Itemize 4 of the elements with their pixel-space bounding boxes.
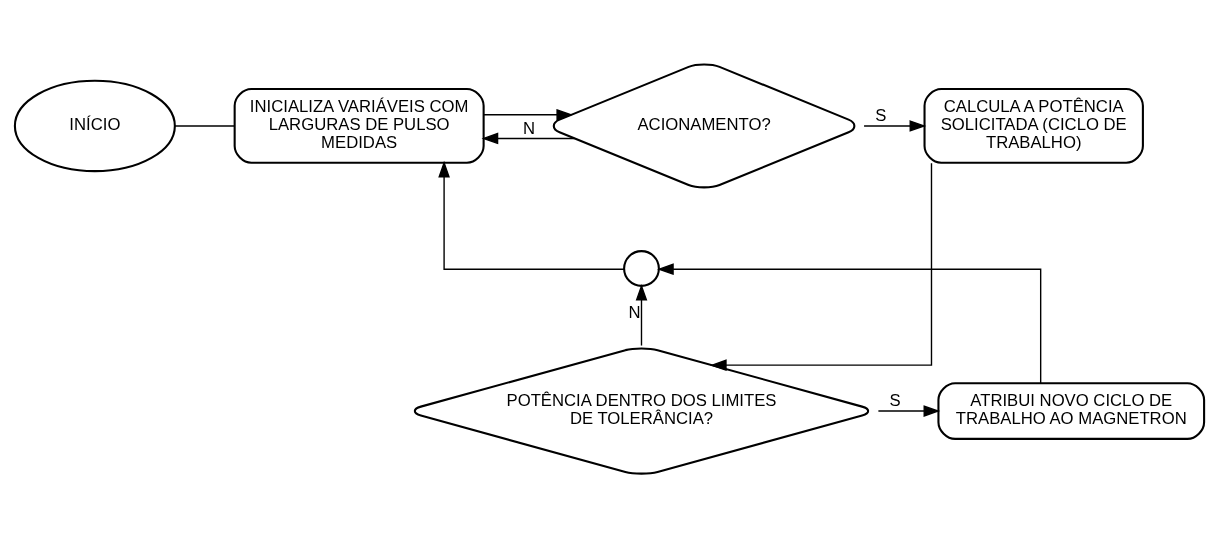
edge-label: N — [628, 302, 641, 322]
edge-label: S — [889, 390, 901, 410]
edge-label: S — [875, 105, 887, 125]
edge-label: N — [523, 118, 536, 138]
